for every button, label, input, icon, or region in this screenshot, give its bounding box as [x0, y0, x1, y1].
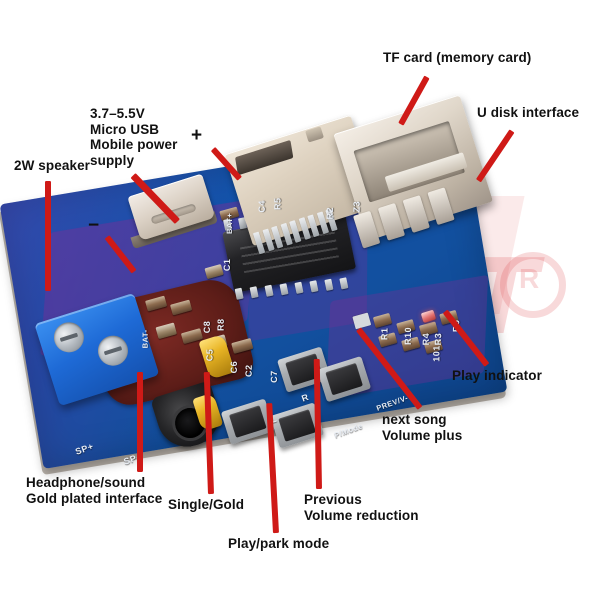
silkscreen-r10: R10: [402, 326, 413, 346]
power-supply-callout: 3.7–5.5V Micro USB Mobile power supply: [90, 106, 178, 168]
silkscreen-101: 101: [431, 345, 442, 362]
speaker-callout-leader-line: [45, 181, 51, 291]
headphone-jack-callout-leader-line: [137, 372, 143, 472]
silkscreen-r5: R5: [272, 197, 283, 210]
silkscreen-c5: C5: [204, 348, 215, 362]
silkscreen-r3: R3: [433, 332, 444, 346]
tf-card-callout: TF card (memory card): [383, 50, 532, 65]
battery-minus-mark: −: [88, 215, 100, 236]
silkscreen-bat-: BAT-: [140, 329, 150, 349]
single-gold-callout: Single/Gold: [168, 497, 245, 512]
tf-card-opening: [235, 139, 294, 176]
next-song-callout: next song Volume plus: [382, 412, 463, 443]
headphone-jack-callout: Headphone/sound Gold plated interface: [26, 475, 163, 506]
speaker-callout: 2W speaker: [14, 158, 91, 173]
silkscreen-c6: C6: [228, 360, 239, 374]
silkscreen-r2: R2: [324, 206, 335, 220]
silkscreen-c2: C2: [243, 364, 254, 378]
silkscreen-c1: C1: [221, 258, 233, 272]
silkscreen-r: R: [300, 391, 311, 404]
play-indicator-callout: Play indicator: [452, 368, 542, 383]
silkscreen-c8: C8: [201, 320, 212, 334]
silkscreen-r8: R8: [215, 318, 226, 332]
silkscreen-r1: R1: [379, 327, 390, 341]
previous-callout: Previous Volume reduction: [304, 492, 419, 523]
terminal-screw-sp-plus[interactable]: [50, 318, 88, 357]
silkscreen-c4: C4: [256, 200, 267, 213]
silkscreen-c7: C7: [268, 370, 280, 383]
tf-slot-tab: [305, 126, 324, 143]
watermark-registered-icon: [500, 252, 566, 318]
battery-plus-mark: +: [191, 125, 203, 146]
terminal-screw-sp-minus[interactable]: [94, 331, 132, 370]
silkscreen-z3: Z3: [351, 200, 362, 213]
usb-a-port[interactable]: [333, 94, 494, 249]
silkscreen-r4: R4: [420, 332, 431, 346]
silkscreen-bat-: BAT+: [224, 212, 235, 235]
play-park-mode-callout: Play/park mode: [228, 536, 330, 551]
silkscreen-sp-: SP+: [73, 441, 96, 457]
u-disk-callout: U disk interface: [477, 105, 580, 120]
